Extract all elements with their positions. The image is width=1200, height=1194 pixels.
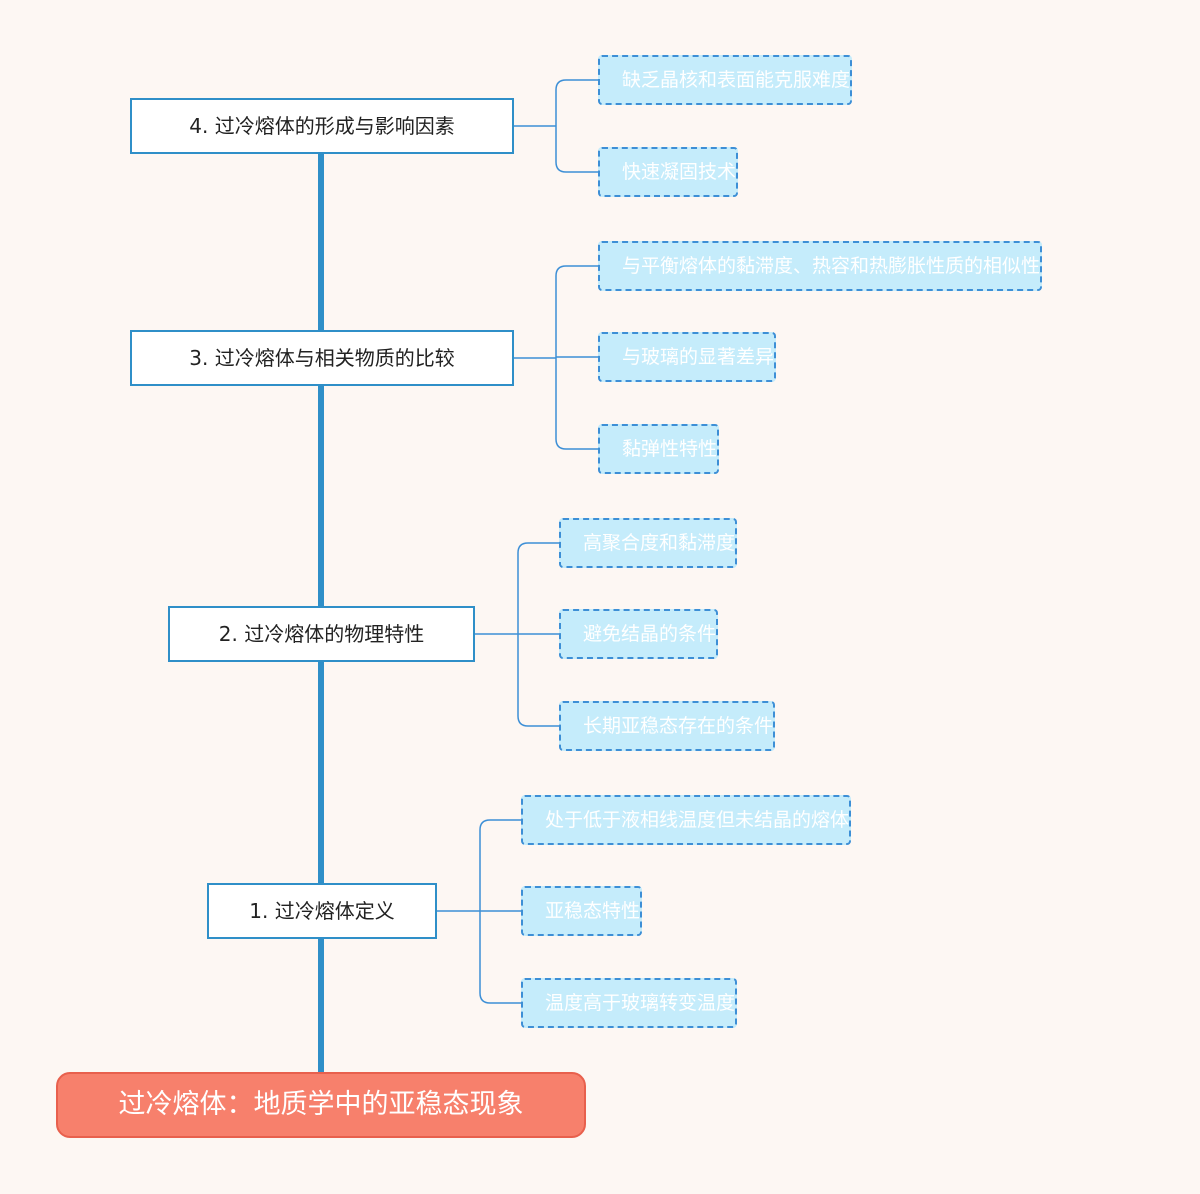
leaf-above-glass-transition[interactable]: 温度高于玻璃转变温度 — [521, 978, 738, 1028]
topic-definition[interactable]: 1. 过冷熔体定义 — [207, 883, 437, 939]
leaf-equilibrium-similarity[interactable]: 与平衡熔体的黏滞度、热容和热膨胀性质的相似性 — [598, 241, 1043, 291]
leaf-below-liquidus[interactable]: 处于低于液相线温度但未结晶的熔体 — [521, 795, 852, 845]
branch-line-2-2 — [517, 634, 559, 727]
leaf-glass-difference[interactable]: 与玻璃的显著差异 — [598, 332, 777, 382]
leaf-polymerization-viscosity[interactable]: 高聚合度和黏滞度 — [559, 518, 738, 568]
branch-line-0-1 — [555, 126, 598, 173]
leaf-long-term-metastable[interactable]: 长期亚稳态存在的条件 — [559, 701, 776, 751]
branch-line-3-0 — [479, 819, 521, 911]
root-topic[interactable]: 过冷熔体：地质学中的亚稳态现象 — [56, 1072, 586, 1138]
topic-physical-properties[interactable]: 2. 过冷熔体的物理特性 — [168, 606, 475, 662]
branch-line-2-0 — [517, 542, 559, 634]
topic-comparison[interactable]: 3. 过冷熔体与相关物质的比较 — [130, 330, 514, 386]
leaf-rapid-solidification[interactable]: 快速凝固技术 — [598, 147, 739, 197]
leaf-viscoelasticity[interactable]: 黏弹性特性 — [598, 424, 720, 474]
branch-line-1-0 — [555, 265, 598, 358]
branch-line-0-0 — [555, 79, 598, 126]
branch-line-3-2 — [479, 911, 521, 1004]
topic-formation-factors[interactable]: 4. 过冷熔体的形成与影响因素 — [130, 98, 514, 154]
leaf-avoid-crystallization[interactable]: 避免结晶的条件 — [559, 609, 719, 659]
branch-line-1-2 — [555, 358, 598, 450]
leaf-metastable[interactable]: 亚稳态特性 — [521, 886, 643, 936]
leaf-nucleation-difficulty[interactable]: 缺乏晶核和表面能克服难度 — [598, 55, 853, 105]
